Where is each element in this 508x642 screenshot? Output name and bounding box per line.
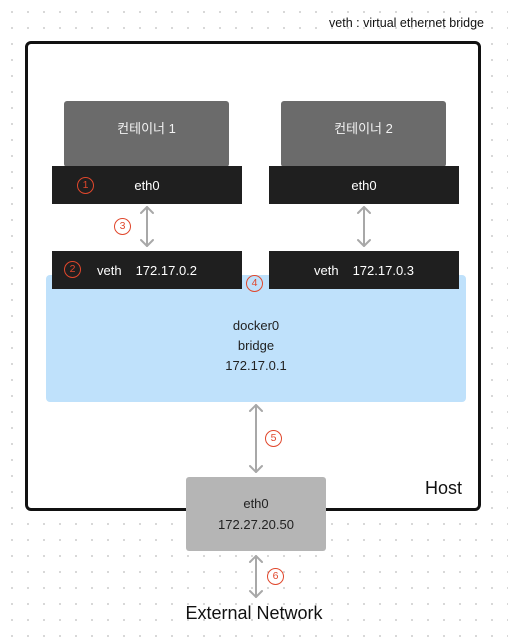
host-eth0-name: eth0 bbox=[243, 496, 269, 511]
veth-1-ip: 172.17.0.2 bbox=[135, 262, 198, 278]
host-eth0-ip: 172.27.20.50 bbox=[218, 517, 294, 532]
arrow-eth0-veth-2 bbox=[357, 206, 371, 247]
veth-1-label: veth bbox=[97, 262, 122, 278]
marker-5: 5 bbox=[265, 430, 282, 447]
legend-text: veth : virtual ethernet bridge bbox=[329, 16, 484, 30]
container-2-eth0-label: eth0 bbox=[351, 177, 377, 193]
container-1-eth0-label: eth0 bbox=[134, 177, 160, 193]
marker-1: 1 bbox=[77, 177, 94, 194]
marker-6: 6 bbox=[267, 568, 284, 585]
external-network-label: External Network bbox=[185, 603, 323, 623]
container-1-name: 컨테이너 1 bbox=[117, 120, 176, 136]
bridge-name: docker0 bbox=[232, 317, 280, 333]
veth-1: veth 172.17.0.2 bbox=[52, 251, 242, 289]
arrow-bridge-host-eth0 bbox=[249, 404, 263, 473]
arrow-host-external bbox=[249, 555, 263, 598]
marker-4: 4 bbox=[246, 275, 263, 292]
host-eth0: eth0 172.27.20.50 bbox=[186, 477, 326, 551]
bridge-type: bridge bbox=[237, 337, 275, 353]
container-2: 컨테이너 2 bbox=[281, 101, 446, 167]
veth-2-ip: 172.17.0.3 bbox=[352, 262, 415, 278]
veth-2: veth 172.17.0.3 bbox=[269, 251, 459, 289]
arrow-eth0-veth-1 bbox=[140, 206, 154, 247]
bridge-ip: 172.17.0.1 bbox=[225, 357, 287, 373]
marker-3: 3 bbox=[114, 218, 131, 235]
container-1: 컨테이너 1 bbox=[64, 101, 229, 167]
container-1-eth0: eth0 bbox=[52, 166, 242, 204]
container-2-name: 컨테이너 2 bbox=[334, 120, 393, 136]
marker-2: 2 bbox=[64, 261, 81, 278]
docker0-bridge: docker0 bridge 172.17.0.1 bbox=[46, 275, 466, 402]
container-2-eth0: eth0 bbox=[269, 166, 459, 204]
host-label: Host bbox=[425, 478, 463, 498]
veth-2-label: veth bbox=[314, 262, 339, 278]
